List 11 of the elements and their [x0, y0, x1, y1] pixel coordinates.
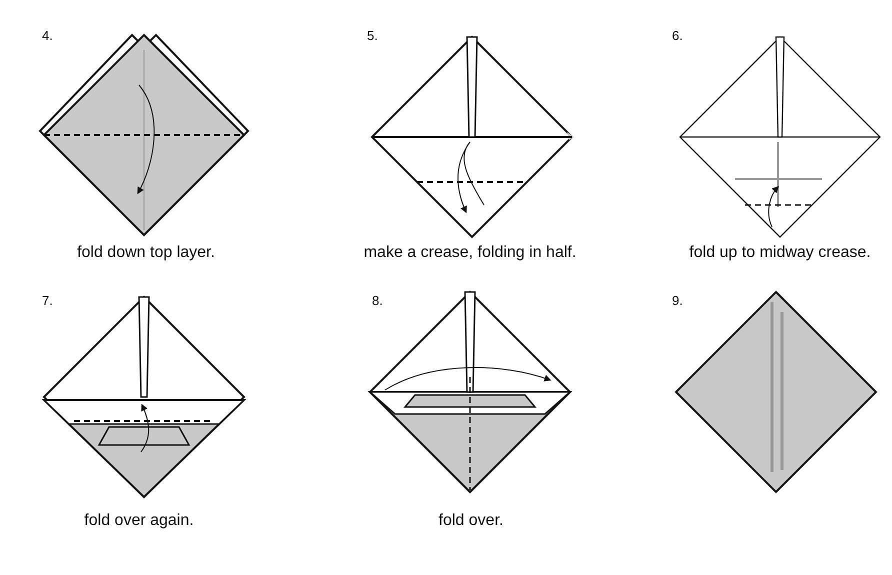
- step-number: 6.: [672, 28, 683, 43]
- step-number: 5.: [367, 28, 378, 43]
- step-caption: make a crease, folding in half.: [364, 244, 576, 262]
- step-number: 9.: [672, 293, 683, 308]
- step-caption: fold over.: [438, 512, 504, 530]
- step-caption: fold up to midway crease.: [689, 244, 871, 262]
- step-number: 8.: [372, 293, 383, 308]
- step-caption: fold down top layer.: [77, 244, 215, 262]
- step-number: 4.: [42, 28, 53, 43]
- step-caption: fold over again.: [84, 512, 194, 530]
- step-number: 7.: [42, 293, 53, 308]
